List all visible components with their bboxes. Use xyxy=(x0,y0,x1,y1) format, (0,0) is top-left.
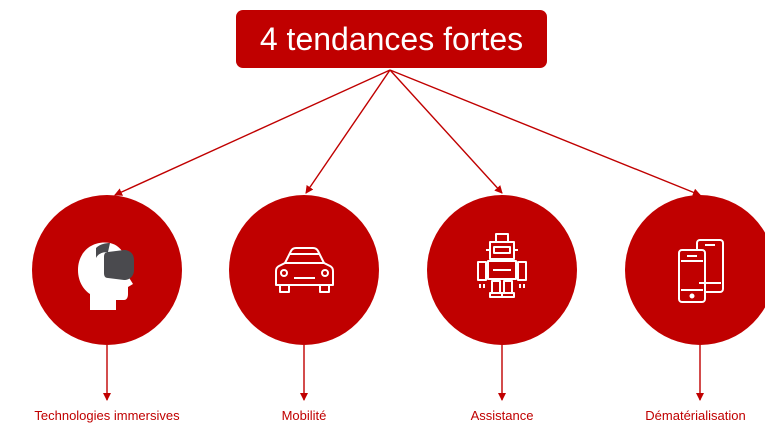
connector-arrow-4 xyxy=(389,69,701,197)
vr-headset-head-icon xyxy=(78,242,134,310)
car-icon xyxy=(275,247,334,293)
trend-label-2: Mobilité xyxy=(281,408,327,423)
connector-arrow-2 xyxy=(305,69,391,194)
trend-label-1: Technologies immersives xyxy=(34,408,180,423)
robot-icon xyxy=(477,233,527,298)
trend-circle-2 xyxy=(229,195,379,345)
connector-arrow-1 xyxy=(114,69,391,196)
connector-arrow-3 xyxy=(389,69,503,194)
smartphones-icon xyxy=(678,239,724,303)
trend-label-3: Assistance xyxy=(470,408,534,423)
diagram-title: 4 tendances fortes xyxy=(236,10,547,68)
trend-label-4: Dématérialisation xyxy=(645,408,746,423)
